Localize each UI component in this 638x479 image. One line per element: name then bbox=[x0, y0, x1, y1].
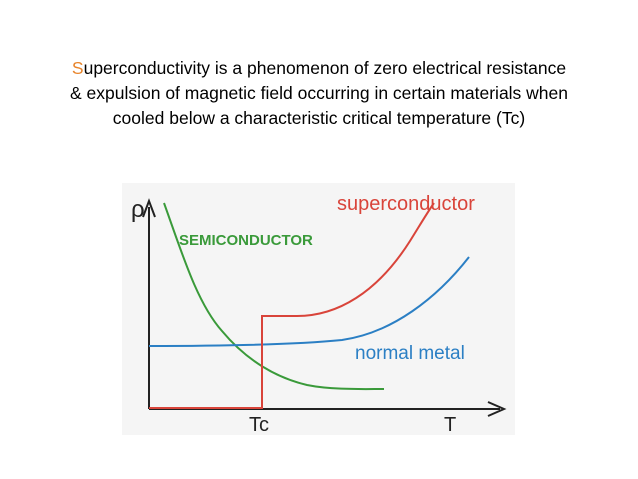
caption-first-letter: S bbox=[71, 58, 84, 78]
semiconductor-label: SEMICONDUCTOR bbox=[179, 232, 313, 249]
resistivity-temperature-figure: ρ SEMICONDUCTOR superconductor normal me… bbox=[122, 183, 515, 435]
caption-text: Superconductivity is a phenomenon of zer… bbox=[10, 56, 628, 131]
x-axis-label: T bbox=[444, 414, 456, 435]
normal-metal-label: normal metal bbox=[355, 343, 465, 364]
y-axis-label: ρ bbox=[131, 196, 145, 223]
superconductor-label: superconductor bbox=[337, 193, 475, 215]
x-axis-arrow bbox=[487, 401, 507, 417]
resistivity-plot: ρ SEMICONDUCTOR superconductor normal me… bbox=[131, 193, 507, 435]
caption-line-1: Superconductivity is a phenomenon of zer… bbox=[10, 56, 628, 81]
normal-metal-curve bbox=[148, 256, 470, 347]
y-axis-arrow bbox=[142, 198, 156, 218]
caption-line-2: & expulsion of magnetic field occurring … bbox=[69, 83, 569, 103]
superconductor-curve bbox=[149, 202, 435, 409]
tc-label: Tc bbox=[249, 414, 269, 435]
caption-line-3: cooled below a characteristic critical t… bbox=[112, 108, 526, 128]
semiconductor-curve bbox=[163, 202, 385, 391]
caption-line-1-rest: uperconductivity is a phenomenon of zero… bbox=[83, 58, 567, 78]
